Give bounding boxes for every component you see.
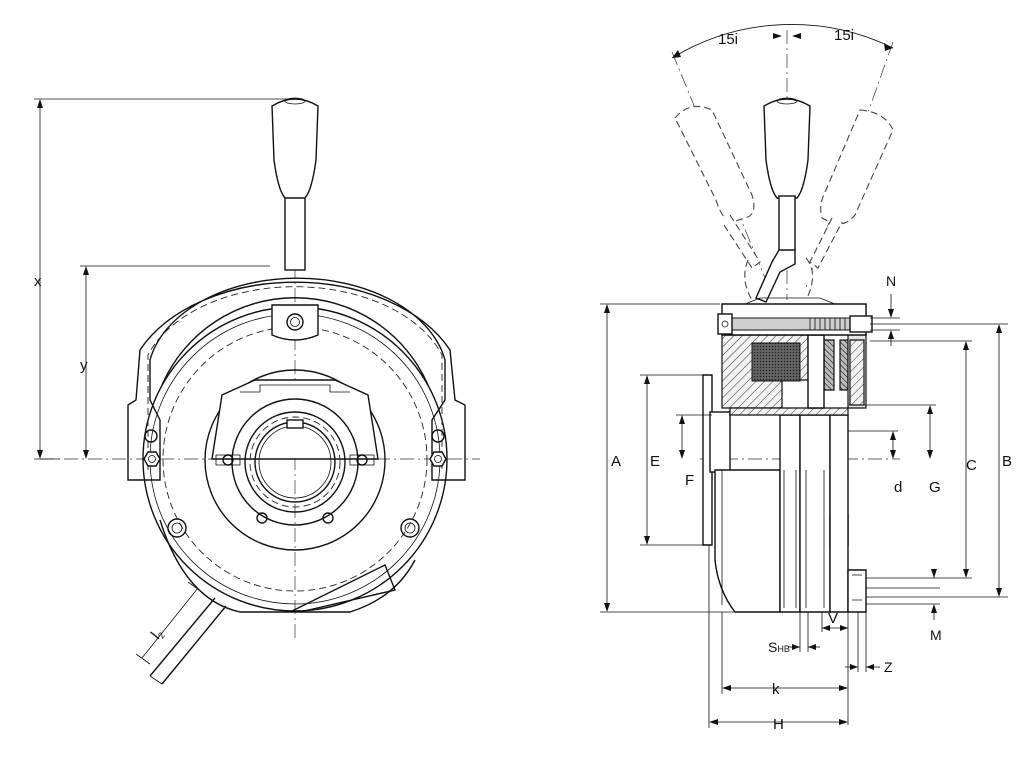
right-bolt [429,429,447,467]
top-mounting-tab [271,304,319,341]
friction-lining [823,339,835,391]
label-M: M [930,627,942,643]
label-SHB: SHB [768,639,790,655]
hub-collar [709,411,731,473]
label-E: E [650,453,660,470]
coil [751,342,801,382]
ghost-handle-left [674,105,761,269]
rear-housing [829,414,849,613]
label-H: H [773,716,784,733]
cable [149,597,227,685]
label-N: N [886,273,896,289]
lever-hook [755,249,796,303]
label-F: F [685,472,694,489]
cable-gland [289,564,396,613]
front-lever-handle [271,98,319,199]
upper-hub-section [729,407,849,416]
top-bolt [729,317,851,331]
hub-outer [204,369,386,551]
label-B: B [1002,453,1012,470]
ghost-handle-right [809,109,894,269]
angle-left: 15i [718,31,738,48]
lower-right-screw [400,518,420,538]
front-handle-cap [284,97,306,105]
hub-screws [215,454,375,524]
label-y: y [80,357,88,374]
top-screw [286,313,304,331]
label-A: A [611,453,621,470]
rotor-disc [799,414,831,613]
dim-l2-line [141,587,199,659]
label-V: V [828,610,838,627]
label-k: k [772,681,780,698]
lever-bow [127,277,466,481]
side-lever-rod [778,195,796,252]
front-lever-rod [284,194,306,271]
left-bolt [143,429,161,467]
body-lower [714,469,781,613]
cover-bottom [159,519,416,613]
lower-left-screw [167,518,187,538]
side-lever-handle [763,98,811,199]
front-view: x y l2 [34,97,480,685]
keyway [286,419,304,429]
cover-rim [161,297,429,386]
label-G: G [929,479,941,496]
label-Z: Z [884,659,893,675]
rear-flange [847,569,867,613]
armature-disc [779,414,801,613]
label-x: x [34,273,42,290]
spline-outer [244,411,346,513]
side-view: 15i 15i [600,24,1012,733]
label-l2: l2 [148,625,167,643]
angle-arc [671,24,894,59]
label-d: d [894,479,902,496]
angle-right: 15i [834,27,854,44]
label-C: C [966,457,977,474]
